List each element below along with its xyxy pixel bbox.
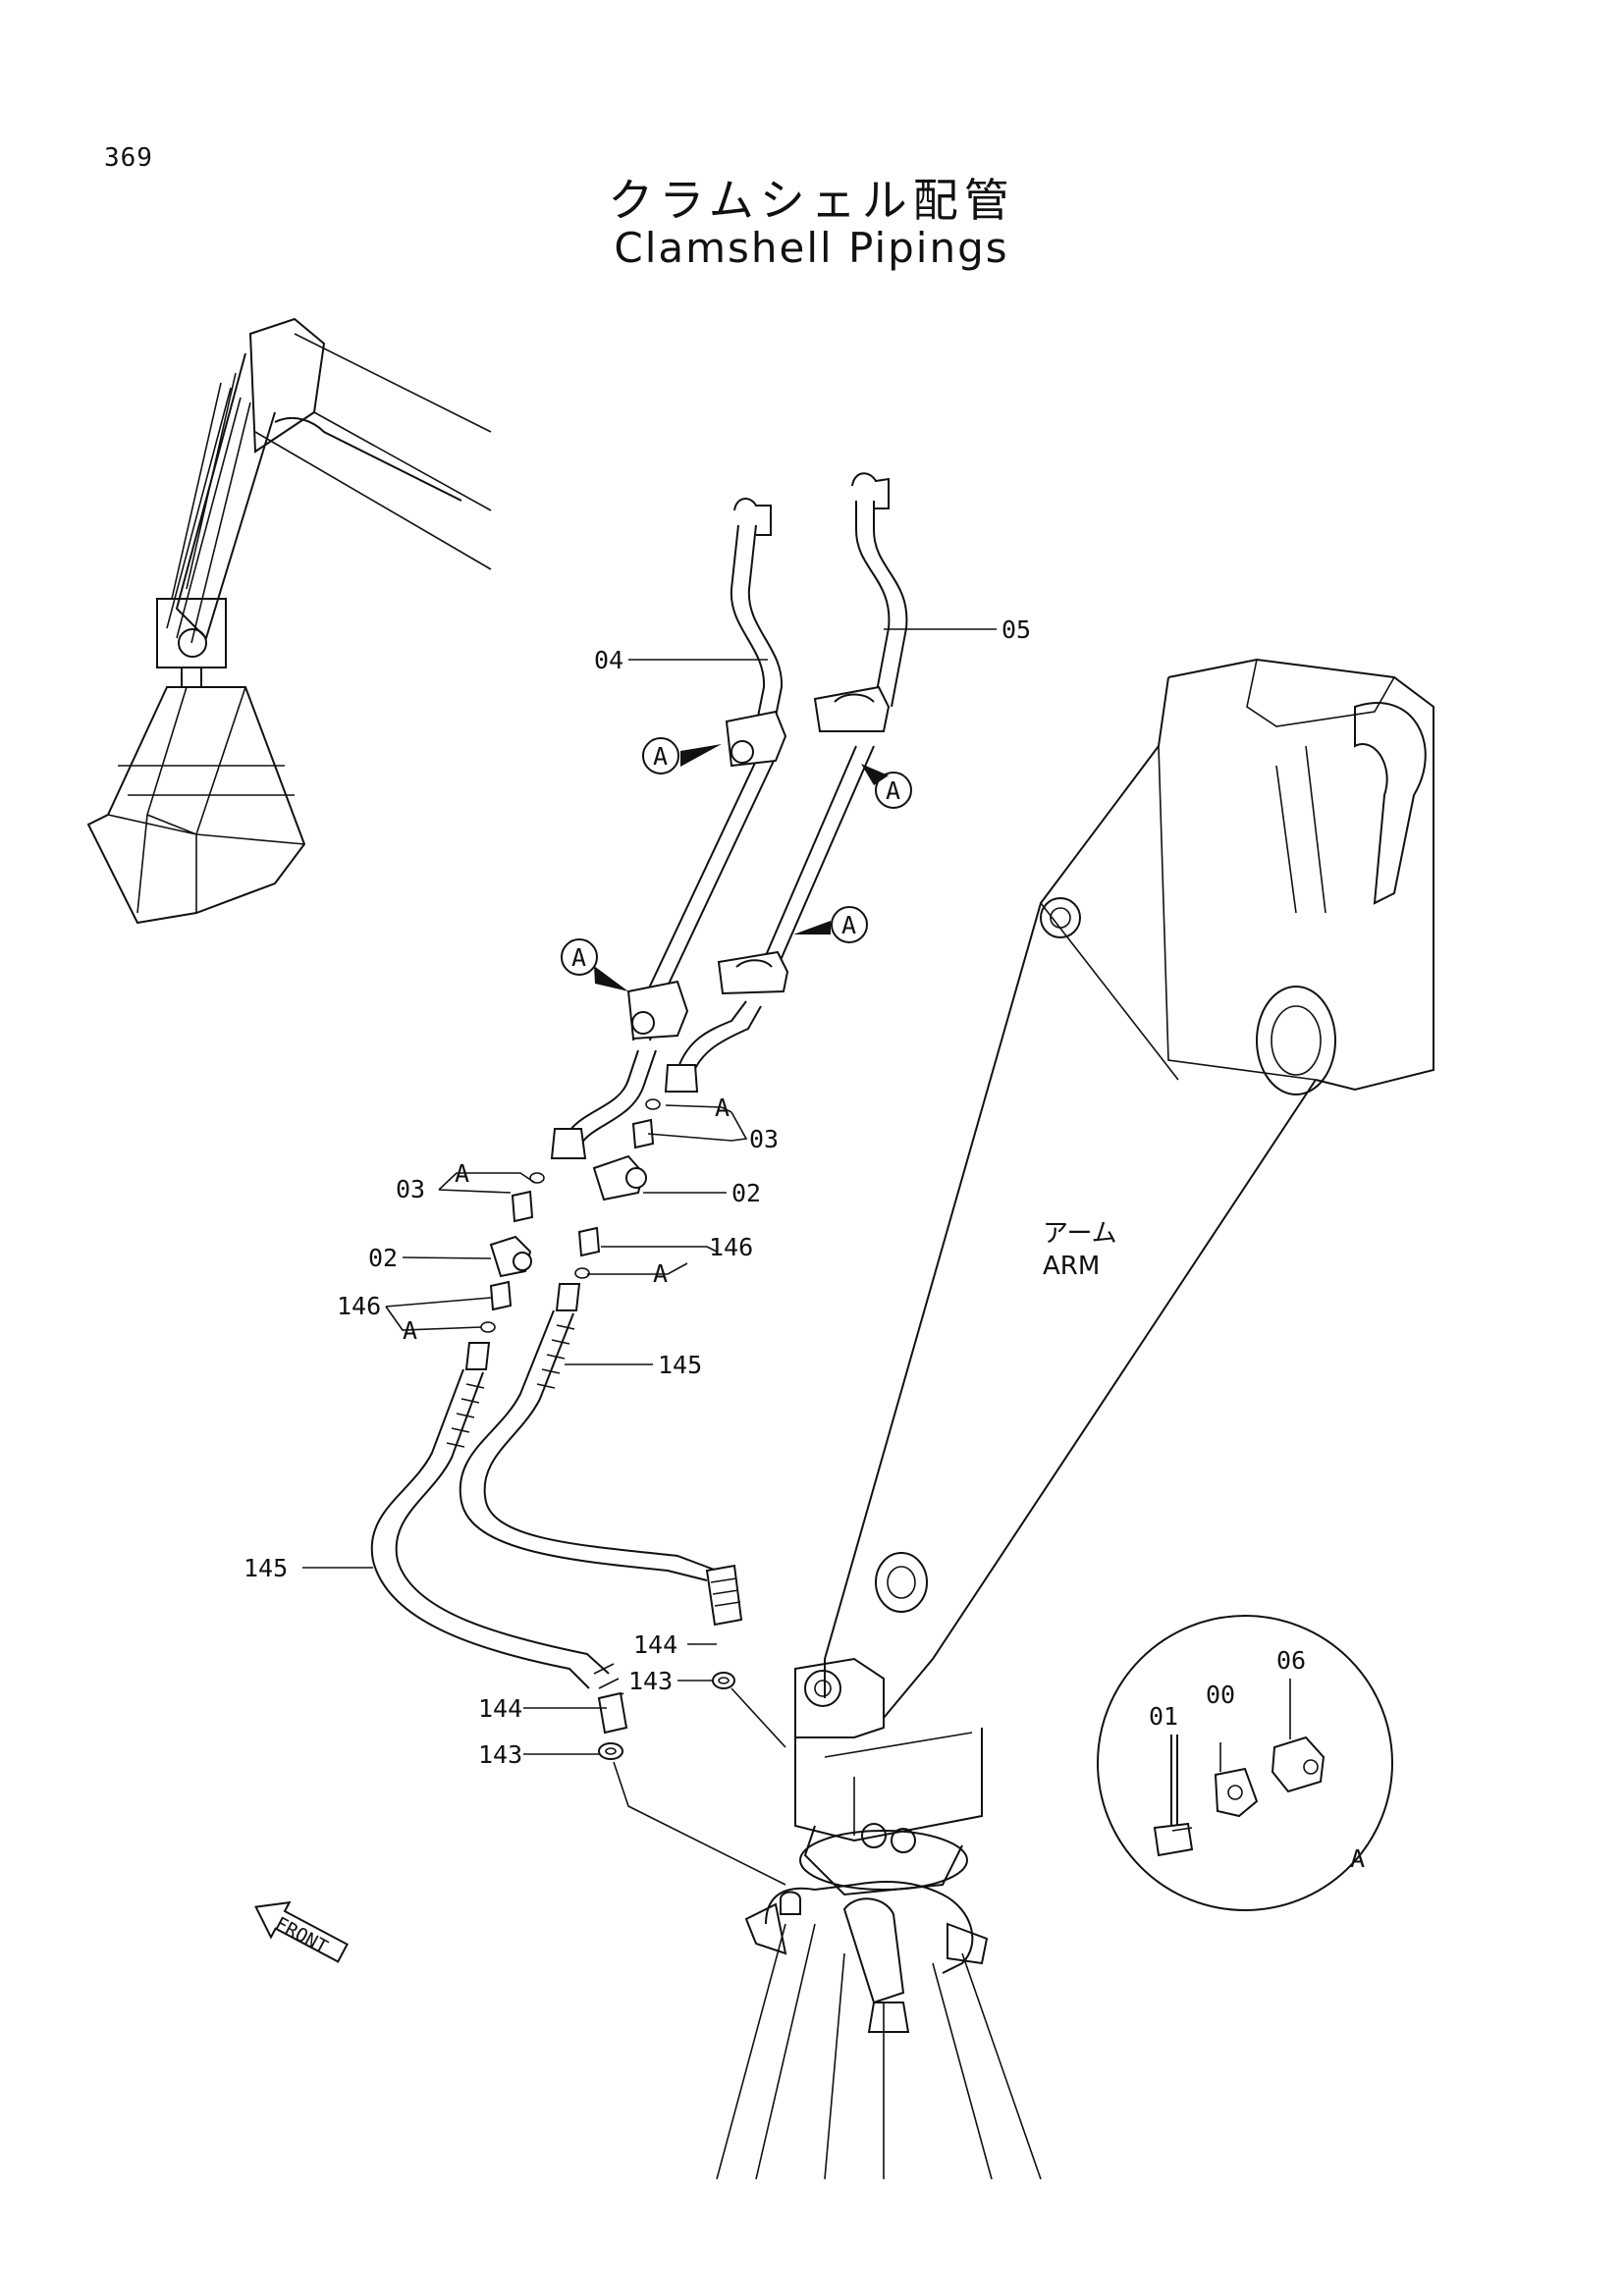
svg-text:A: A (653, 742, 668, 771)
callout-03-right: 03 (749, 1125, 779, 1153)
leader-lines (302, 628, 997, 1755)
callout-146-left: 146 (337, 1292, 381, 1320)
arm-label-english: ARM (1043, 1252, 1100, 1281)
arm-label: アーム ARM (1043, 1219, 1117, 1281)
fitting-marker-146-left: A (403, 1316, 417, 1345)
steel-pipe-05 (664, 472, 908, 1093)
svg-text:A: A (886, 776, 900, 805)
hose-145-right (459, 1283, 743, 1627)
page-title-japanese: クラムシェル配管 (608, 174, 1015, 227)
callout-143-right: 143 (628, 1667, 673, 1695)
pipe-clamp-upper-right (813, 685, 891, 732)
arm-illustration (716, 658, 1434, 2180)
front-direction-arrow: FRONT (254, 1900, 349, 1963)
callout-00: 00 (1206, 1681, 1235, 1709)
clamp-marker-4: A (793, 906, 868, 943)
callout-144-left: 144 (478, 1694, 522, 1723)
callout-02-left: 02 (368, 1244, 398, 1272)
callout-145-left: 145 (243, 1554, 288, 1582)
clamp-half-00 (1214, 1742, 1259, 1818)
steel-pipe-04 (550, 498, 784, 1159)
callout-144-right: 144 (633, 1630, 677, 1659)
callout-145-right: 145 (658, 1351, 702, 1379)
pipe-clamp-lower-left (626, 980, 689, 1041)
callout-02-right: 02 (731, 1179, 761, 1207)
fittings-left-group (480, 1172, 545, 1333)
seal-143-right (712, 1672, 786, 1748)
fitting-marker-03-right: A (715, 1094, 730, 1122)
callout-04: 04 (594, 646, 623, 674)
clamp-half-06 (1271, 1679, 1325, 1793)
seal-143-left (598, 1742, 786, 1886)
clamp-marker-3: A (561, 938, 628, 991)
callout-143-left: 143 (478, 1740, 522, 1769)
callout-labels: 04 05 03 A 02 146 A A 03 02 146 A 145 14… (243, 615, 1031, 1769)
callout-06: 06 (1276, 1646, 1306, 1675)
arm-label-japanese: アーム (1043, 1219, 1117, 1249)
hose-145-left (370, 1342, 628, 1735)
fittings-right-group (574, 1098, 661, 1279)
svg-text:A: A (571, 943, 586, 972)
fitting-marker-146-right: A (653, 1259, 668, 1288)
page-number: 369 (104, 143, 153, 173)
bolt-01 (1153, 1735, 1194, 1857)
page-title-english: Clamshell Pipings (614, 224, 1009, 272)
detail-a-label: A (1350, 1844, 1365, 1873)
clamp-marker-2: A (861, 764, 912, 809)
pipe-clamp-upper-left (725, 710, 787, 768)
callout-05: 05 (1001, 615, 1031, 644)
clamp-marker-1: A (642, 737, 722, 774)
fitting-marker-03-left: A (455, 1159, 469, 1188)
detail-a-view: 01 00 06 A (1097, 1615, 1393, 1911)
callout-146-right: 146 (709, 1233, 753, 1261)
pipe-clamp-lower-right (717, 950, 789, 995)
svg-text:A: A (841, 911, 856, 939)
callout-01: 01 (1149, 1702, 1178, 1731)
overview-boom-illustration (86, 317, 492, 925)
callout-03-left: 03 (396, 1175, 425, 1203)
